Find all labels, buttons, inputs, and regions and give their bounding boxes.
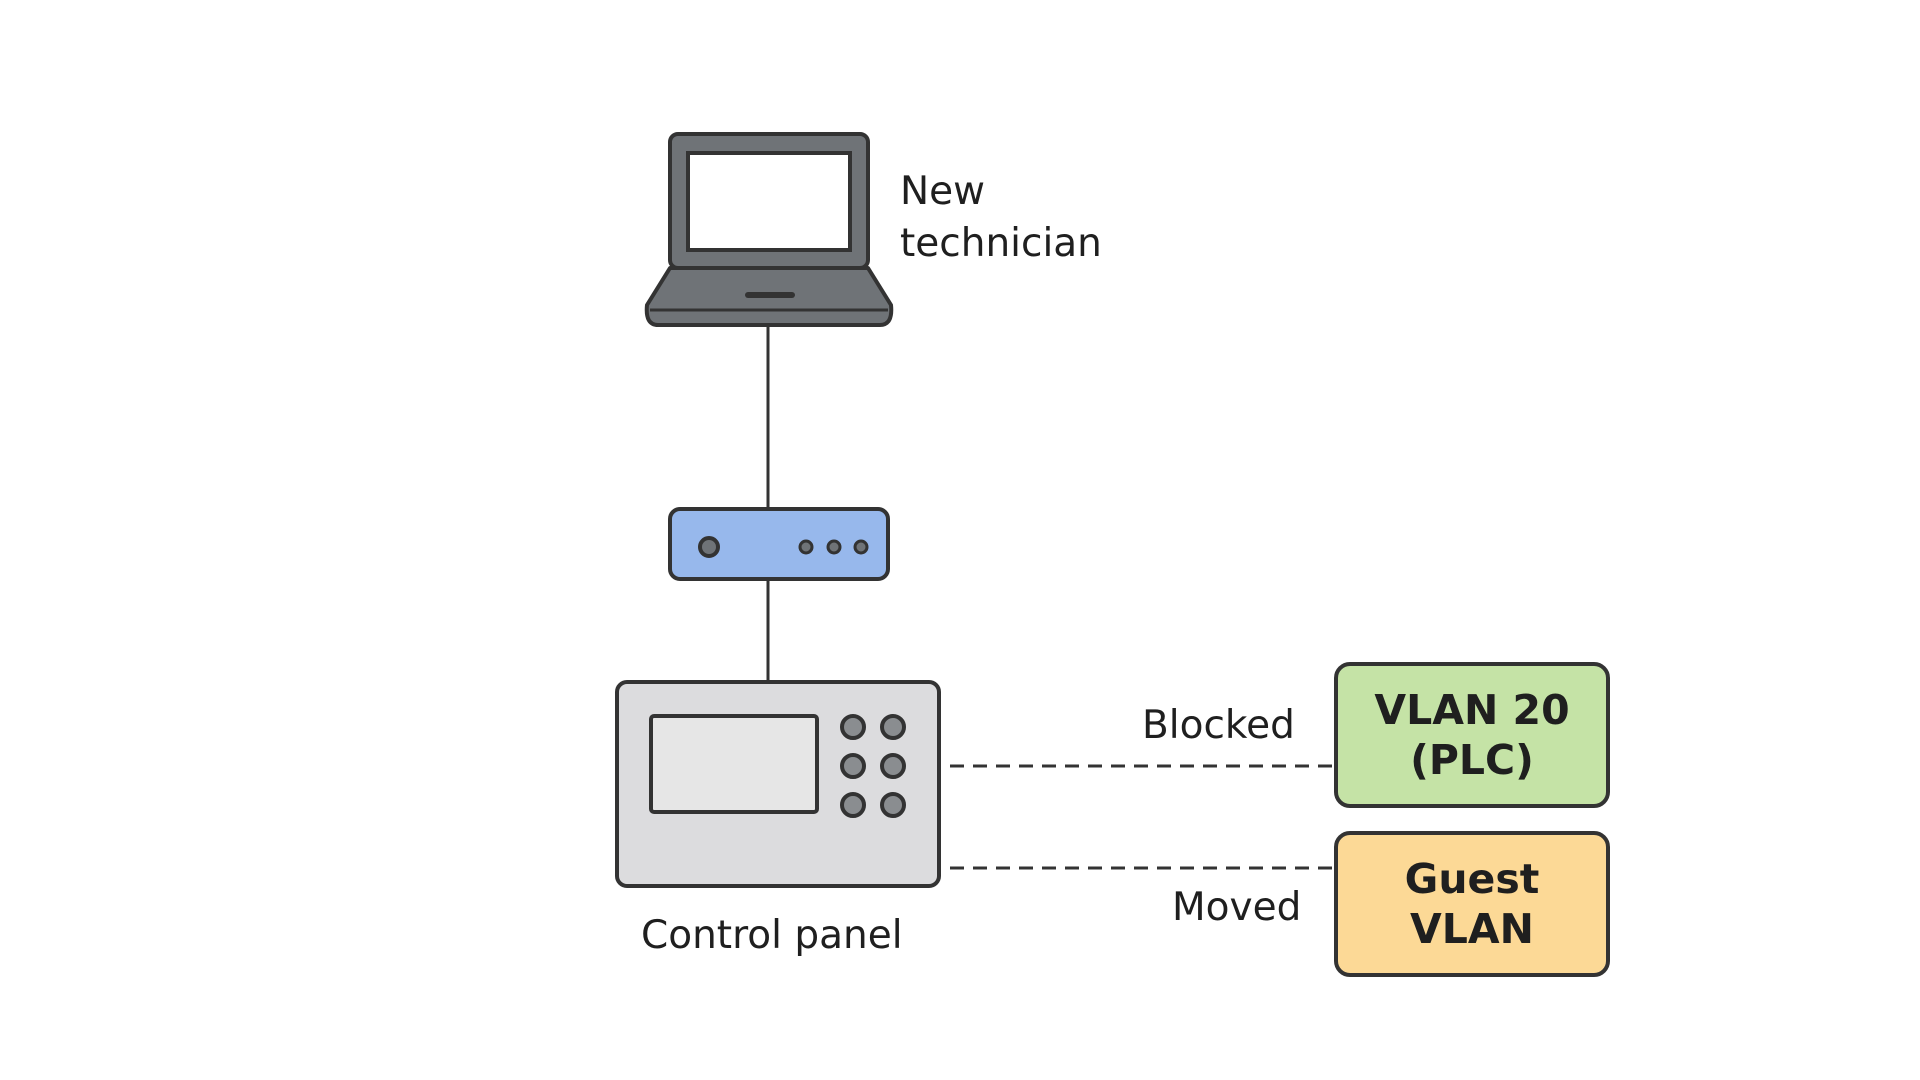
guest-vlan-label-line2: VLAN xyxy=(1410,905,1534,953)
vlan20-label-line1: VLAN 20 xyxy=(1374,686,1570,734)
laptop-label-line1: New xyxy=(900,169,986,214)
guest-vlan-label-line1: Guest xyxy=(1404,855,1540,903)
switch-icon xyxy=(668,507,890,581)
control-panel-label: Control panel xyxy=(641,913,903,958)
vlan20-label: VLAN 20 (PLC) xyxy=(1336,664,1608,806)
vlan20-box xyxy=(1334,662,1610,808)
guest-vlan-label: Guest VLAN xyxy=(1336,833,1608,975)
vlan20-label-line2: (PLC) xyxy=(1410,736,1534,784)
moved-label: Moved xyxy=(1172,885,1302,930)
laptop-label-line2: technician xyxy=(900,221,1102,266)
blocked-label: Blocked xyxy=(1142,703,1295,748)
guest-vlan-box xyxy=(1334,831,1610,977)
control-panel-icon xyxy=(615,680,941,888)
laptop-icon xyxy=(644,132,894,327)
laptop-label: New technician xyxy=(900,166,1102,270)
